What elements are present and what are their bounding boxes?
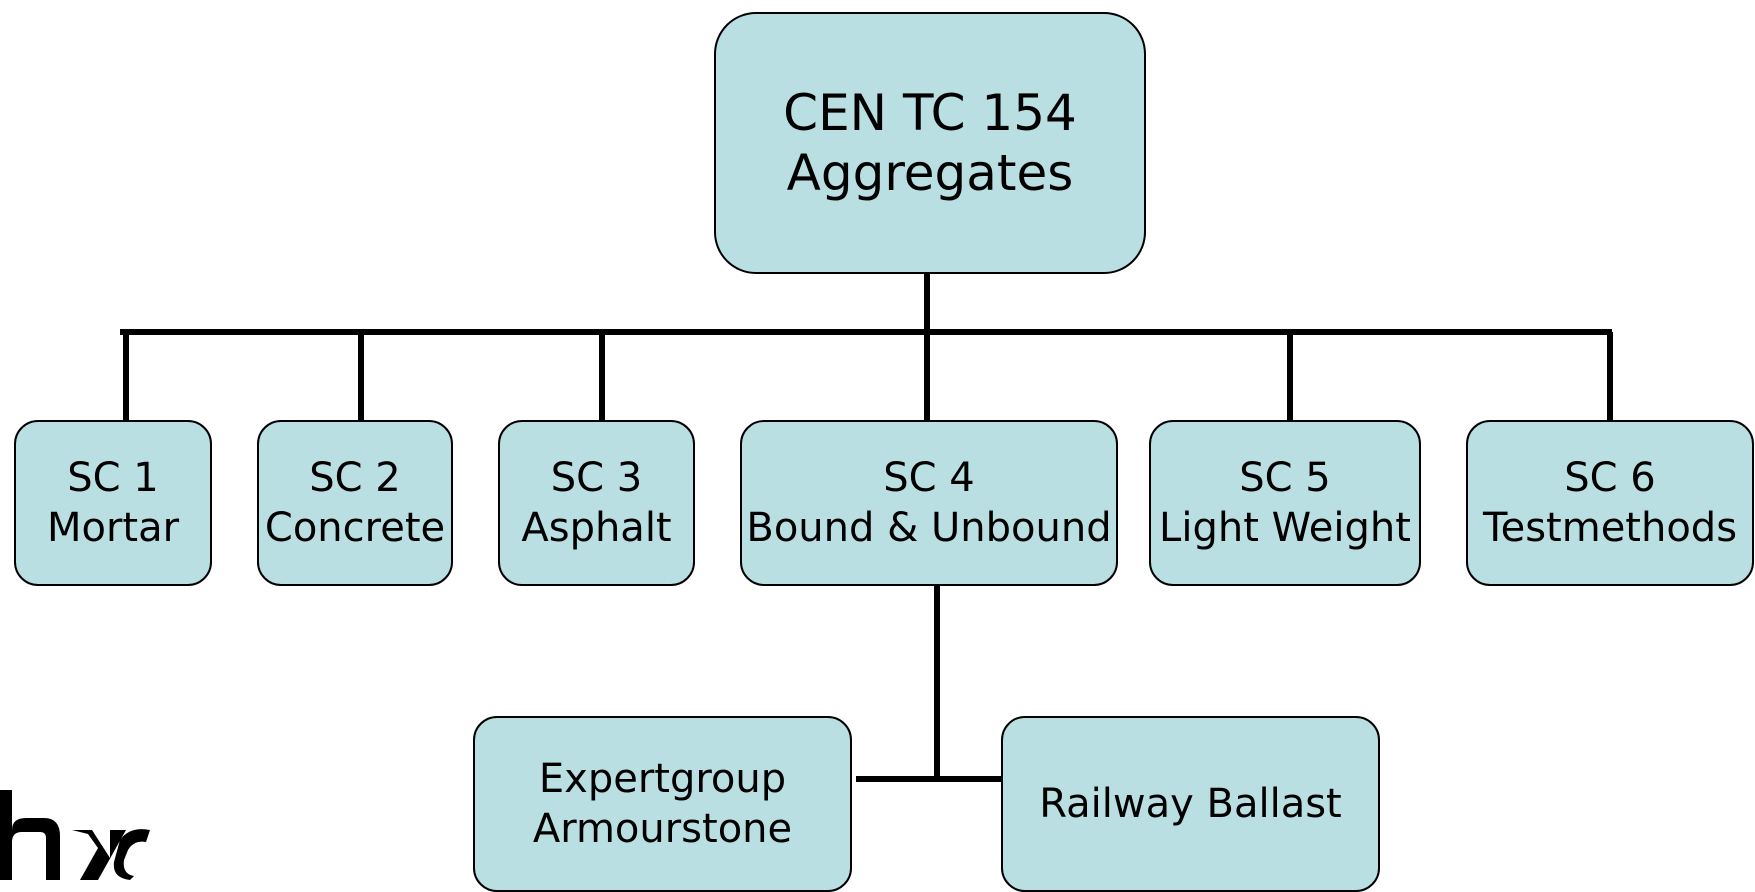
subcommittee-name: Light Weight [1159,505,1411,551]
subcommittee-node-sc4: SC 4 Bound & Unbound [740,420,1118,586]
subcommittee-name: Asphalt [521,505,672,551]
root-node-subtitle: Aggregates [786,144,1074,202]
subcommittee-node-sc3: SC 3 Asphalt [498,420,695,586]
subcommittee-node-sc2: SC 2 Concrete [257,420,453,586]
subcommittee-code: SC 1 [67,455,159,501]
subcommittee-node-sc6: SC 6 Testmethods [1466,420,1754,586]
subcommittee-code: SC 4 [883,455,975,501]
child-node-line2: Armourstone [532,806,793,852]
root-node-cen-tc-154: CEN TC 154 Aggregates [714,12,1146,274]
subcommittee-name: Concrete [264,505,446,551]
organization-logo-icon [0,790,150,880]
child-node-railway-ballast: Railway Ballast [1001,716,1380,892]
subcommittee-node-sc1: SC 1 Mortar [14,420,212,586]
subcommittee-name: Mortar [46,505,180,551]
subcommittee-node-sc5: SC 5 Light Weight [1149,420,1421,586]
subcommittee-name: Testmethods [1482,505,1738,551]
root-node-title: CEN TC 154 [783,84,1077,142]
subcommittee-code: SC 2 [309,455,401,501]
child-node-line1: Railway Ballast [1039,781,1342,827]
child-node-expertgroup-armourstone: Expertgroup Armourstone [473,716,852,892]
subcommittee-code: SC 6 [1564,455,1656,501]
subcommittee-code: SC 3 [550,455,643,501]
subcommittee-name: Bound & Unbound [746,505,1112,551]
subcommittee-code: SC 5 [1239,455,1331,501]
child-node-line1: Expertgroup [538,756,787,802]
